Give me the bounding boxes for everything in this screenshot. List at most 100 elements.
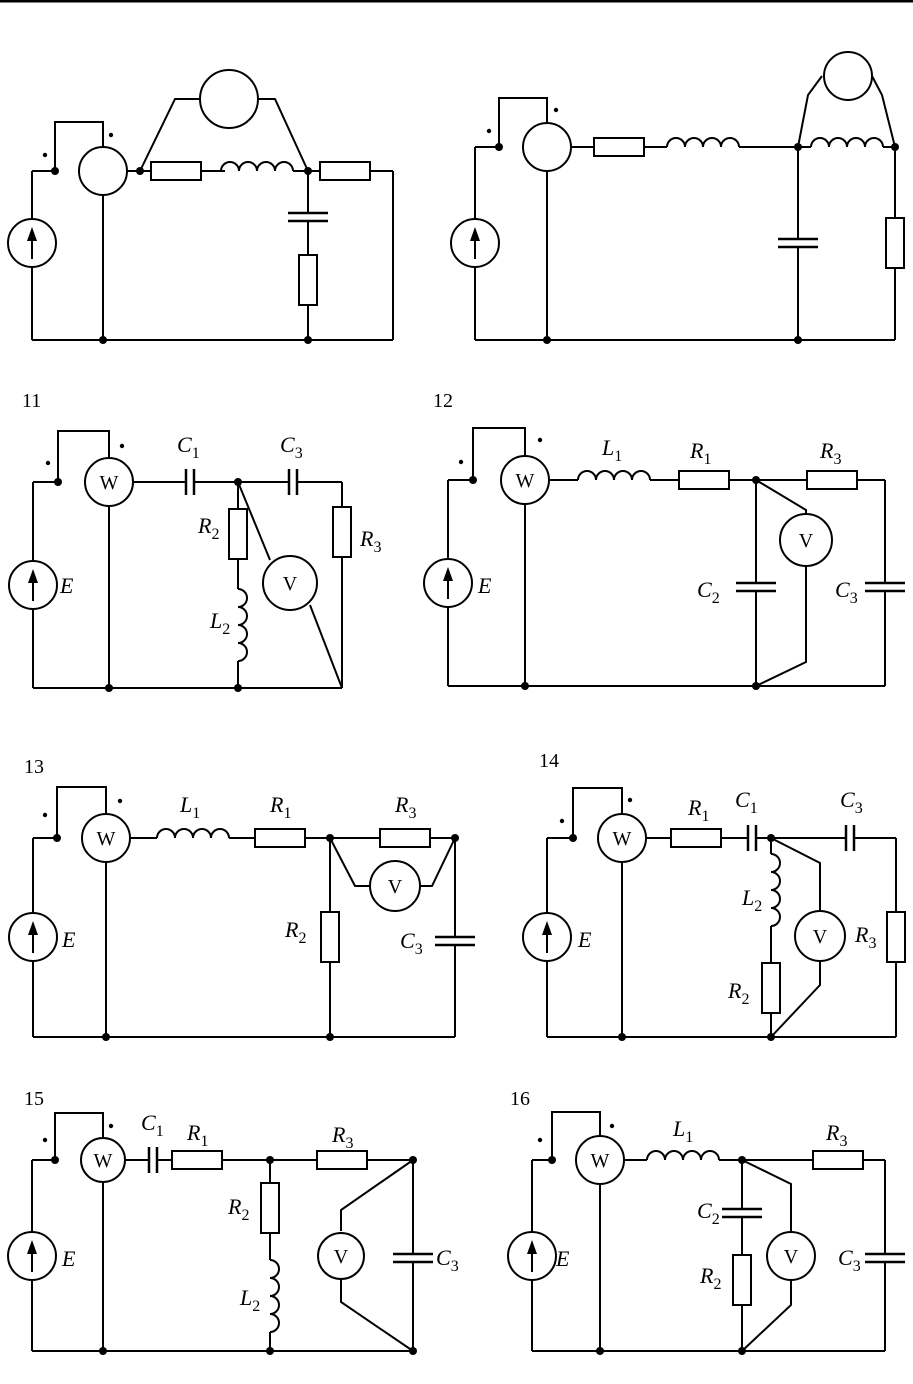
resistor xyxy=(594,138,644,156)
component-label: R2 xyxy=(284,917,306,947)
source-label: E xyxy=(59,573,74,598)
wire xyxy=(140,99,200,171)
component-label: R3 xyxy=(825,1120,847,1150)
component-label: R3 xyxy=(331,1122,353,1152)
wire xyxy=(341,1160,413,1231)
polarity-dot xyxy=(118,799,122,803)
resistor xyxy=(333,507,351,557)
meter-letter: W xyxy=(94,1150,113,1172)
source-label: E xyxy=(555,1246,570,1271)
diagram-14: 14EWR1C1C3R3L2R2V xyxy=(523,750,905,1041)
source-label: E xyxy=(61,927,76,952)
component-label: C3 xyxy=(838,1245,861,1275)
component-label: L2 xyxy=(741,885,762,915)
component-label: C1 xyxy=(735,787,758,817)
wire xyxy=(341,1279,413,1351)
wire xyxy=(330,838,370,886)
component-label: R2 xyxy=(227,1194,249,1224)
component-label: R1 xyxy=(687,795,709,825)
component-label: C1 xyxy=(141,1110,164,1140)
resistor xyxy=(229,509,247,559)
inductor xyxy=(811,138,883,147)
inductor xyxy=(578,471,650,480)
meter-letter: W xyxy=(516,470,535,492)
component-label: R1 xyxy=(689,438,711,468)
diagram-number: 12 xyxy=(433,390,453,412)
diagram-top-left xyxy=(8,70,393,344)
polarity-dot xyxy=(554,108,558,112)
resistor xyxy=(762,963,780,1013)
component-label: R3 xyxy=(819,438,841,468)
wire xyxy=(742,1160,791,1232)
meter-letter: W xyxy=(97,828,116,850)
component-label: L1 xyxy=(672,1116,693,1146)
diagram-number: 14 xyxy=(539,750,559,772)
component-label: C3 xyxy=(280,432,303,462)
source-label: E xyxy=(61,1246,76,1271)
component-label: R3 xyxy=(359,526,381,556)
polarity-dot xyxy=(538,438,542,442)
resistor xyxy=(299,255,317,305)
component-label: C3 xyxy=(835,577,858,607)
inductor xyxy=(157,829,229,838)
meter-letter: W xyxy=(100,472,119,494)
component-label: C3 xyxy=(840,787,863,817)
polarity-dot xyxy=(628,798,632,802)
component-label: L1 xyxy=(601,435,622,465)
polarity-dot xyxy=(109,133,113,137)
inductor xyxy=(238,589,247,661)
resistor xyxy=(151,162,201,180)
wattmeter-icon xyxy=(523,123,571,171)
component-label: R3 xyxy=(394,792,416,822)
wire xyxy=(872,76,895,147)
polarity-dot xyxy=(43,1138,47,1142)
resistor xyxy=(887,912,905,962)
voltmeter-icon xyxy=(824,52,872,100)
diagrams-layer: 11EWC1C3R3R2L2V12EWL1R1R3C3C2V13EWL1R1R3… xyxy=(8,52,905,1355)
diagram-number: 11 xyxy=(22,390,41,412)
meter-letter: V xyxy=(813,926,828,948)
meter-letter: V xyxy=(388,876,403,898)
resistor xyxy=(321,912,339,962)
wattmeter-icon xyxy=(79,147,127,195)
resistor xyxy=(886,218,904,268)
inductor xyxy=(647,1151,719,1160)
diagram-12: 12EWL1R1R3C3C2V xyxy=(424,390,905,690)
resistor xyxy=(380,829,430,847)
inductor xyxy=(221,162,293,171)
polarity-dot xyxy=(43,813,47,817)
component-label: C3 xyxy=(436,1245,459,1275)
wire xyxy=(756,480,806,514)
resistor xyxy=(733,1255,751,1305)
component-label: R2 xyxy=(727,978,749,1008)
meter-letter: V xyxy=(799,530,814,552)
component-label: C1 xyxy=(177,432,200,462)
diagram-number: 15 xyxy=(24,1088,44,1110)
diagram-number: 13 xyxy=(24,756,44,778)
component-label: R1 xyxy=(186,1120,208,1150)
meter-letter: V xyxy=(334,1246,349,1268)
wire xyxy=(258,99,308,171)
resistor xyxy=(317,1151,367,1169)
inductor xyxy=(771,854,780,926)
source-label: E xyxy=(577,927,592,952)
polarity-dot xyxy=(43,153,47,157)
polarity-dot xyxy=(538,1138,542,1142)
resistor xyxy=(172,1151,222,1169)
meter-letter: W xyxy=(613,828,632,850)
polarity-dot xyxy=(610,1124,614,1128)
component-label: R2 xyxy=(197,513,219,543)
meter-letter: W xyxy=(591,1150,610,1172)
polarity-dot xyxy=(109,1124,113,1128)
polarity-dot xyxy=(487,129,491,133)
polarity-dot xyxy=(120,444,124,448)
polarity-dot xyxy=(560,819,564,823)
diagram-13: 13EWL1R1R3VC3R2 xyxy=(9,756,475,1041)
voltmeter-icon xyxy=(200,70,258,128)
component-label: L1 xyxy=(179,792,200,822)
resistor xyxy=(261,1183,279,1233)
inductor xyxy=(270,1260,279,1332)
polarity-dot xyxy=(46,461,50,465)
